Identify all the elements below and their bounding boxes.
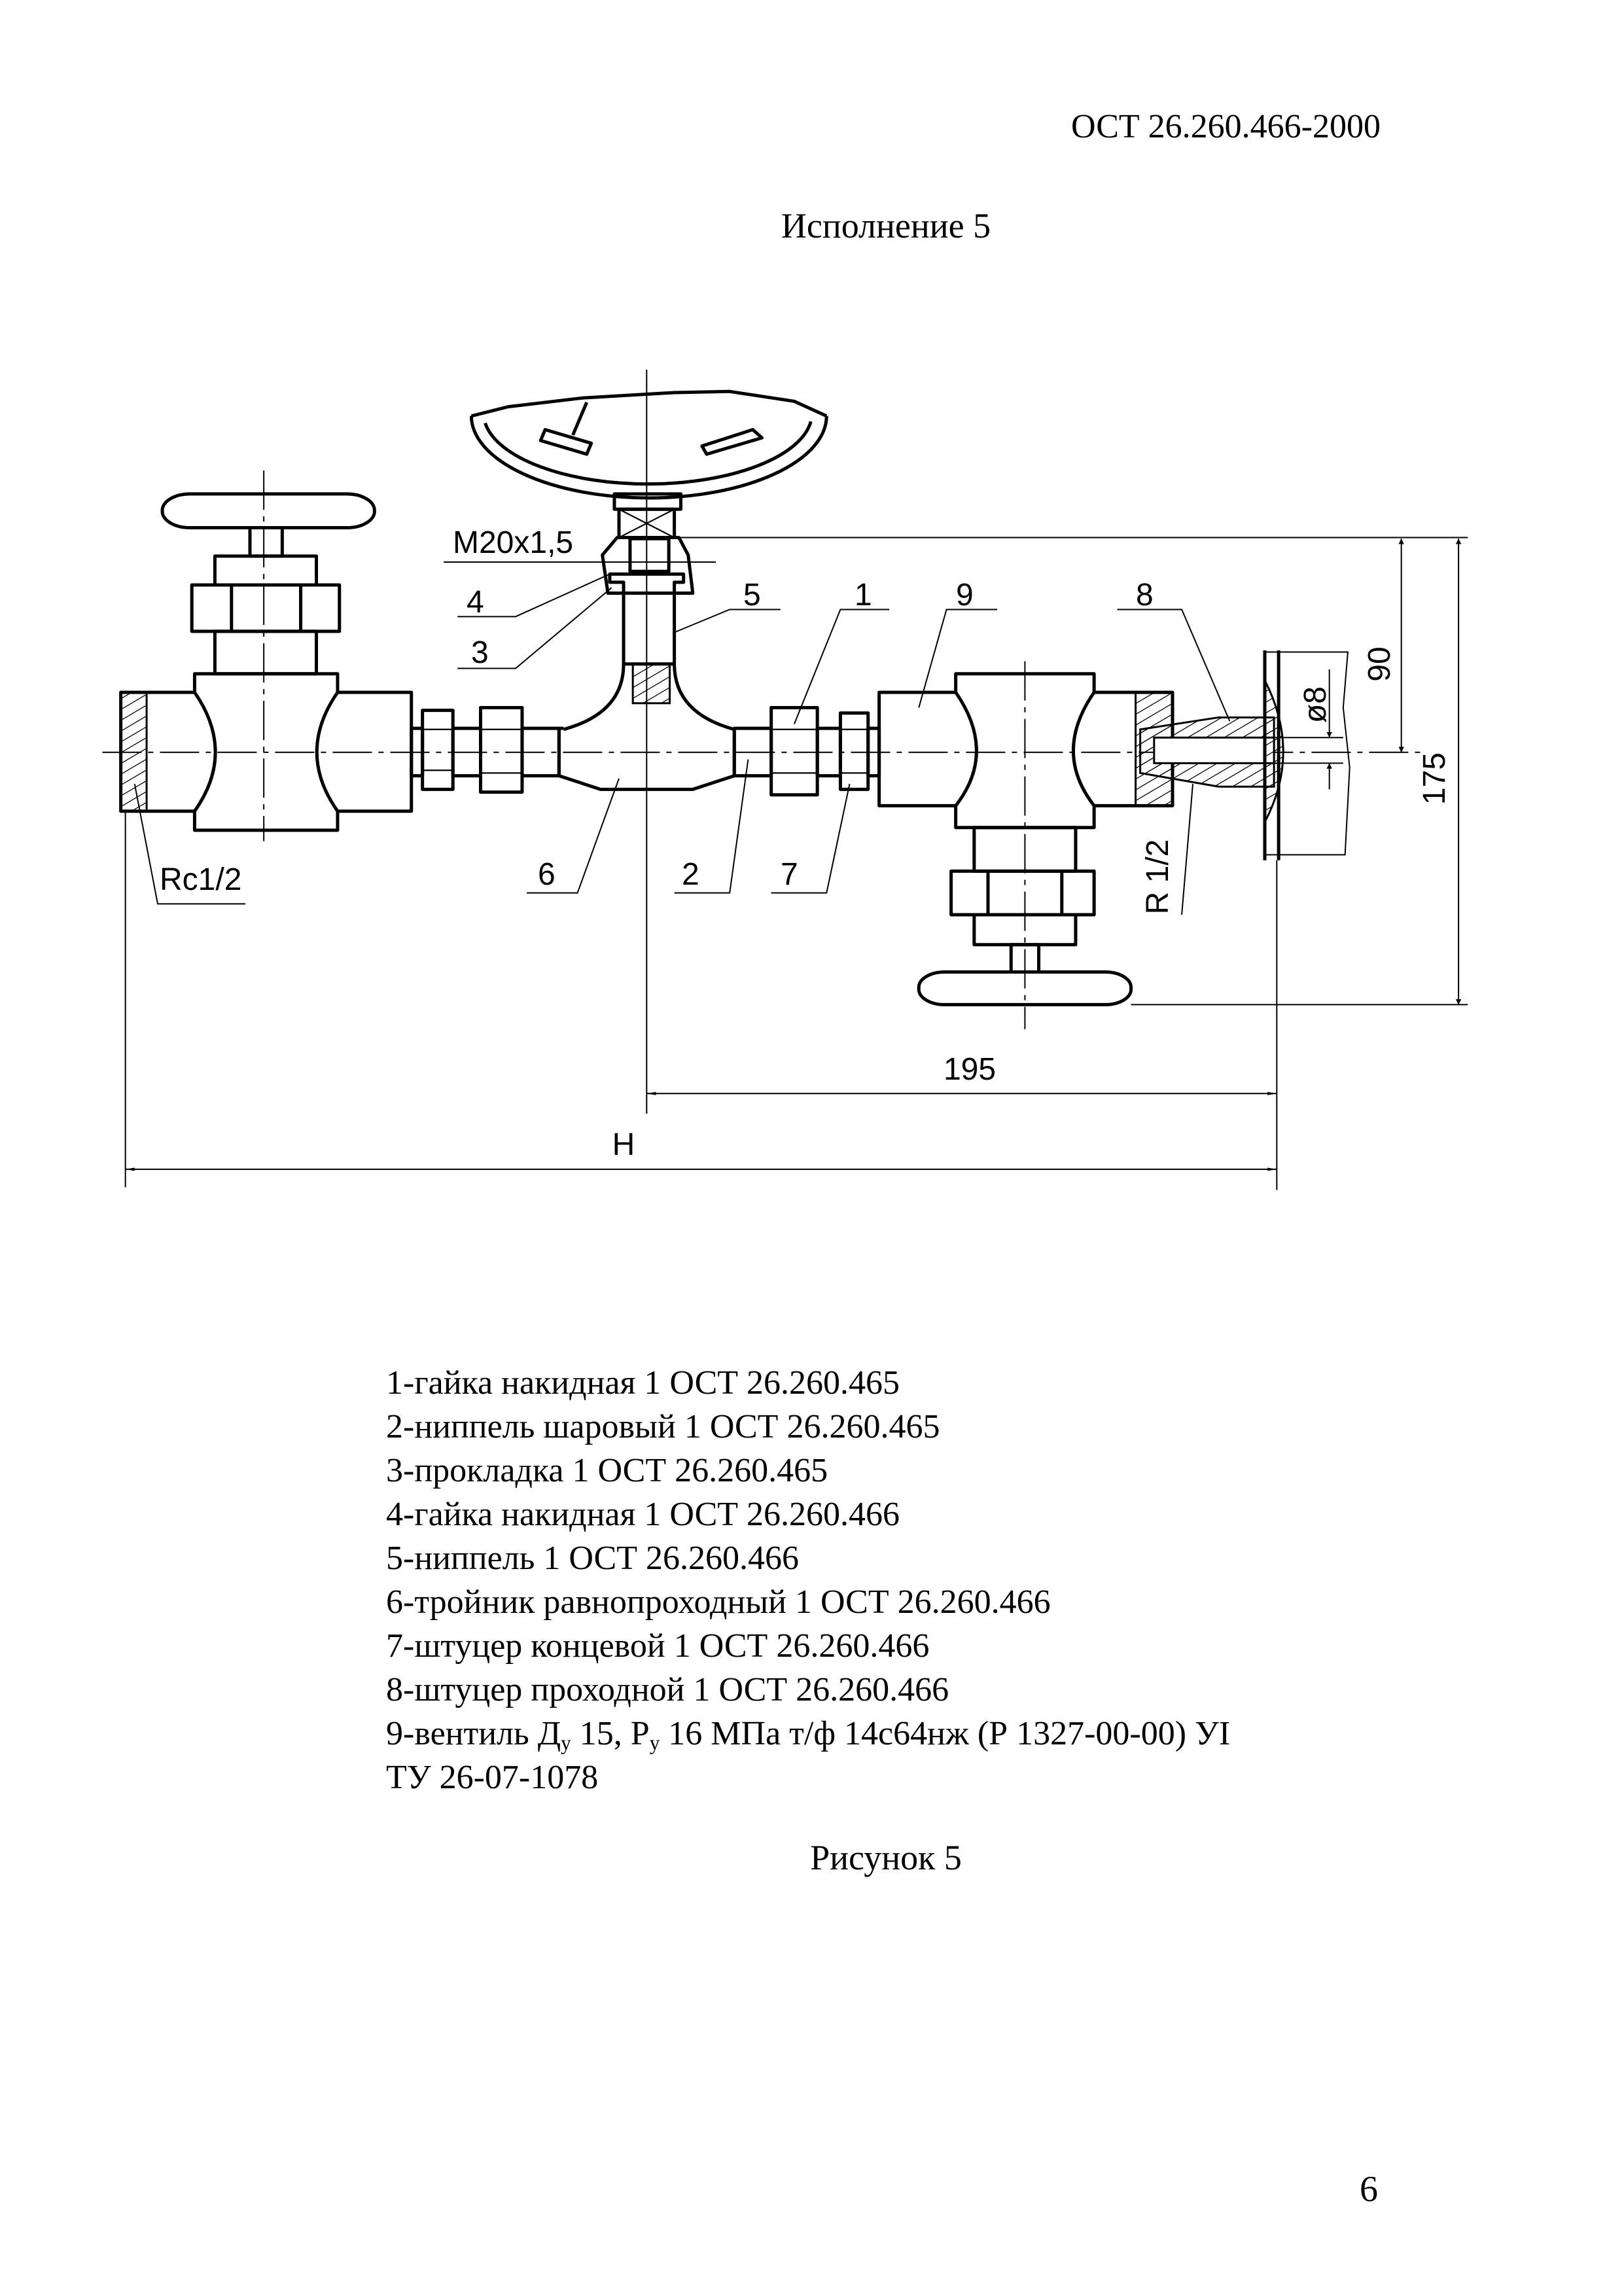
- legend-item: 4-гайка накидная 1 ОСТ 26.260.466: [386, 1496, 900, 1533]
- legend-item: 5-ниппель 1 ОСТ 26.260.466: [386, 1540, 800, 1577]
- legend-item: 9-вентиль Ду 15, Ру 16 МПа т/ф 14с64нж (…: [386, 1712, 1230, 1756]
- legend-item: 2-ниппель шаровый 1 ОСТ 26.260.465: [386, 1408, 940, 1445]
- callout-8: 8: [1136, 578, 1154, 612]
- legend-item: 1-гайка накидная 1 ОСТ 26.260.465: [386, 1364, 900, 1402]
- variant-title: Исполнение 5: [781, 206, 991, 245]
- legend-item: 7-штуцер концевой 1 ОСТ 26.260.466: [386, 1627, 930, 1665]
- left-valve: [121, 494, 412, 830]
- callout-7: 7: [781, 857, 798, 892]
- legend-item: 6-тройник равнопроходный 1 ОСТ 26.260.46…: [386, 1583, 1051, 1621]
- nut-4-nipple-5: [563, 538, 734, 730]
- thread-label: M20x1,5: [453, 525, 573, 560]
- legend-text: 15, Р: [571, 1715, 650, 1752]
- mounting-wall: [1265, 650, 1350, 860]
- leader-lines: [135, 562, 1230, 915]
- drawing-labels: 90 175 ø8 195 H M20x1,5 4 3 5 1 9 8 6 2 …: [160, 525, 1452, 1162]
- dimensions: [126, 538, 1468, 1190]
- legend-item: 8-штуцер проходной 1 ОСТ 26.260.466: [386, 1671, 949, 1708]
- callout-6: 6: [538, 857, 556, 892]
- dimension-diameter-8: ø8: [1298, 686, 1333, 723]
- callout-1: 1: [855, 578, 872, 612]
- rc-thread-label: Rc1/2: [160, 862, 241, 897]
- legend-text: 9-вентиль Д: [386, 1715, 561, 1752]
- figure-caption: Рисунок 5: [810, 1838, 962, 1877]
- subscript: у: [561, 1731, 571, 1754]
- left-fittings: [412, 707, 559, 792]
- pressure-gauge: [471, 391, 826, 537]
- right-valve: [879, 674, 1173, 1005]
- document-code: ОСТ 26.260.466-2000: [1071, 108, 1381, 145]
- legend-text: 16 МПа т/ф 14с64нж (Р 1327-00-00) УI: [660, 1715, 1231, 1752]
- legend-item: ТУ 26-07-1078: [386, 1759, 599, 1796]
- dimension-195: 195: [944, 1052, 996, 1087]
- legend-item: 3-прокладка 1 ОСТ 26.260.465: [386, 1452, 828, 1489]
- callout-3: 3: [471, 635, 489, 670]
- fitting-8: [1140, 717, 1274, 786]
- callout-4: 4: [467, 585, 484, 620]
- callout-2: 2: [682, 857, 699, 892]
- page-number: 6: [1360, 2169, 1378, 2210]
- dimension-H: H: [612, 1127, 635, 1162]
- parts-legend: 1-гайка накидная 1 ОСТ 26.260.465 2-нипп…: [386, 1361, 1230, 1799]
- callout-9: 9: [956, 578, 974, 612]
- right-fittings: [734, 707, 879, 794]
- dimension-175: 175: [1417, 752, 1452, 805]
- r-thread-label: R 1/2: [1140, 839, 1175, 915]
- callout-5: 5: [743, 578, 761, 612]
- dimension-90: 90: [1362, 646, 1397, 681]
- subscript: у: [649, 1731, 660, 1754]
